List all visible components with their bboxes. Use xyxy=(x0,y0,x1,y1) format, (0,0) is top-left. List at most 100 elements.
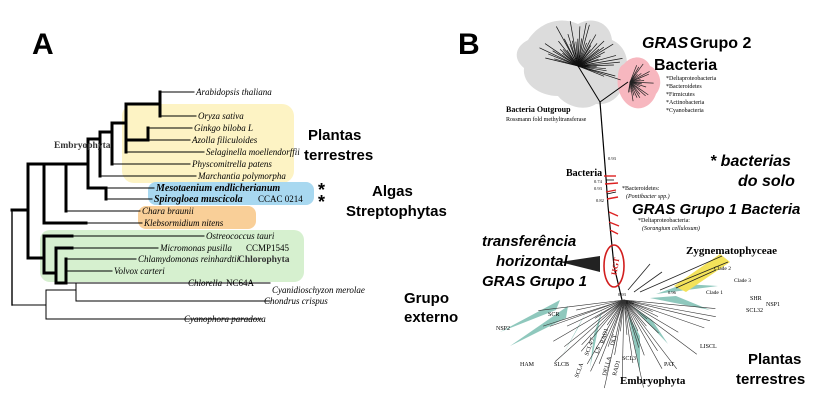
zygnem-branches xyxy=(627,255,729,293)
species-spirogloea-strain: CCAC 0214 xyxy=(258,194,303,204)
subfamily-slcb: SLCB xyxy=(554,362,569,368)
species-physcomitrella: Physcomitrella patens xyxy=(191,159,272,169)
tree-branch xyxy=(623,299,640,348)
subfamily-rad: RAD1 xyxy=(612,360,622,377)
subfamily-nsp2: NSP2 xyxy=(496,326,510,332)
chara-klebsormidium-highlight xyxy=(138,206,256,229)
tree-branch xyxy=(629,81,634,102)
tree-branch xyxy=(623,299,697,355)
tree-branch xyxy=(623,299,679,333)
species-selaginella: Selaginella moellendorffii xyxy=(206,147,300,157)
tree-branch xyxy=(607,299,625,347)
subfamily-scl3: SCL3 xyxy=(622,356,636,362)
gras1-title: GRAS Grupo 1 Bacteria xyxy=(632,201,800,218)
hgt-arrow-icon xyxy=(560,256,600,272)
subfamily-scr: SCR xyxy=(548,312,559,318)
hgt-highlight-ellipse xyxy=(603,244,625,288)
species-cyanidioschyzon: Cyanidioschyzon merolae xyxy=(272,285,365,295)
panel-b-backbone xyxy=(577,65,629,301)
plantas-terrestres-highlight xyxy=(122,104,294,183)
bact-phylum: *Cyanobacteria xyxy=(666,108,704,114)
subfamily-nsp1: NSP1 xyxy=(766,302,780,308)
plantas-terrestres-line2: terrestres xyxy=(304,147,373,164)
subfamily-ham: HAM xyxy=(520,362,535,368)
panel-a: A xyxy=(10,28,458,326)
gras1-bacteria-branches xyxy=(604,175,620,235)
subfamily-rad1: RAD1 xyxy=(600,328,610,345)
tree-branch xyxy=(577,65,621,81)
bacteria-outgroup-title: Bacteria Outgroup xyxy=(506,105,571,114)
tree-branch xyxy=(629,81,646,97)
subfamily-ls: LS xyxy=(594,346,602,355)
tree-branch xyxy=(629,81,654,84)
tree-branch xyxy=(623,299,658,351)
bact-phylum: *Firmicutes xyxy=(666,92,695,98)
panel-b: B xyxy=(458,20,805,389)
tree-branch xyxy=(586,299,625,365)
bootstrap-value: 0.93 xyxy=(594,186,603,191)
group-labels: Plantas terrestres Algas Streptophytas G… xyxy=(304,127,458,326)
tree-branch xyxy=(623,299,677,369)
transfer-line2: horizontal xyxy=(496,253,568,270)
tree-branch xyxy=(538,299,625,311)
tree-branch xyxy=(629,81,649,96)
bacteroidetes-label: *Bacteroidetes: xyxy=(622,186,660,192)
tree-branch xyxy=(629,73,649,83)
tree-branch xyxy=(544,43,579,67)
grupo-externo-line1: Grupo xyxy=(404,290,449,307)
tree-branch xyxy=(577,26,581,67)
species-chlorella-strain: NC64A xyxy=(226,278,255,288)
tree-branch xyxy=(629,81,641,98)
subfamily-pat: PAT xyxy=(664,362,674,368)
clade2-label: Clade 2 xyxy=(714,266,731,272)
tree-branch xyxy=(623,299,716,309)
panel-b-letter: B xyxy=(458,28,480,61)
clade1-label: Clade 1 xyxy=(706,290,723,296)
tree-branch xyxy=(553,299,625,342)
species-chlamydomonas: Chlamydomonas reinhardtii xyxy=(138,254,240,264)
deltaproteobacteria-species: (Sorangium cellulosum) xyxy=(642,225,700,232)
bacteroidetes-species: (Pontibacter spp.) xyxy=(626,193,670,200)
tree-branch xyxy=(567,33,579,67)
species-spirogloea: Spirogloea muscicola xyxy=(154,194,243,205)
gras2-cluster-shade xyxy=(617,57,661,109)
subfamily-liscl: LISCL xyxy=(700,344,717,350)
tree-branch xyxy=(569,21,579,67)
tree-branch xyxy=(623,299,628,335)
asterisk-mesotaenium: * xyxy=(318,180,325,200)
asterisk-spirogloea: * xyxy=(318,192,325,212)
gras2-branches xyxy=(628,63,654,102)
tree-branch xyxy=(623,299,705,329)
species-cyanophora: Cyanophora paradoxa xyxy=(184,314,266,324)
bacteria-label: Bacteria xyxy=(566,168,602,179)
species-ginkgo: Ginkgo biloba L xyxy=(194,123,253,133)
bootstrap-value: 0.96 xyxy=(668,290,677,295)
tree-branch xyxy=(623,299,663,369)
species-klebsormidium: Klebsormidium nitens xyxy=(143,218,224,228)
bact-phylum: *Actinobacteria xyxy=(666,100,705,106)
tree-branch xyxy=(577,22,587,67)
bootstrap-value: 0.93 xyxy=(618,292,627,297)
species-chondrus: Chondrus crispus xyxy=(264,296,328,306)
species-mesotaenium: Mesotaenium endlicherianum xyxy=(155,183,280,194)
tree-branch xyxy=(577,61,620,67)
gras2-title-italic: GRAS xyxy=(642,35,689,52)
plantas-terrestres-b-line1: Plantas xyxy=(748,351,801,368)
bootstrap-values: 0.93 0.74 0.93 0.82 0.93 0.92 0.96 xyxy=(594,156,677,305)
bootstrap-value: 0.74 xyxy=(594,179,603,184)
tree-branch xyxy=(621,299,625,380)
tree-branch xyxy=(577,43,614,67)
horizontal-transfer-label: transferência horizontal GRAS Grupo 1 xyxy=(482,233,587,290)
tree-branch xyxy=(606,299,625,326)
tree-branch xyxy=(623,299,645,356)
tree-branch xyxy=(614,299,625,355)
outgroup-branches xyxy=(539,21,623,81)
bact-phylum: *Deltaproteobacteria xyxy=(666,76,717,82)
tree-branch xyxy=(623,299,648,320)
gras-subfamily-labels: SCR NSP2 HAM SLCB SCLA SCL4/7 LS DELLA R… xyxy=(496,296,780,379)
tree-branch xyxy=(563,38,579,67)
panel-a-tree xyxy=(10,90,271,320)
bootstrap-value: 0.93 xyxy=(608,156,617,161)
chlorophyta-clade-label: Chlorophyta xyxy=(238,255,290,265)
hgt-label: HGT xyxy=(610,256,622,276)
